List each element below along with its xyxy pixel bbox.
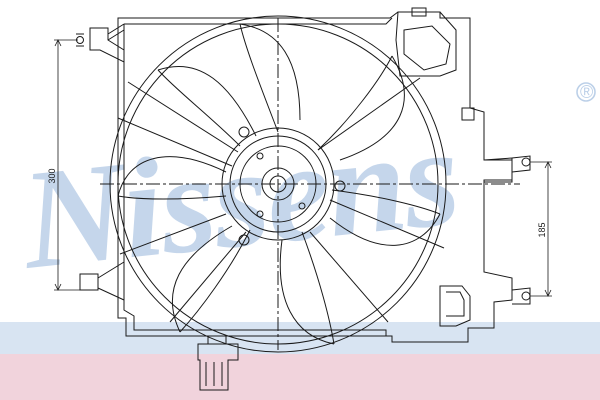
lower-right-latch — [439, 285, 471, 327]
left-upper-bracket — [76, 23, 125, 63]
dimension-annotations — [54, 39, 552, 297]
watermark-bands — [0, 322, 600, 400]
fan-spokes — [117, 77, 445, 323]
connector-block — [395, 7, 457, 77]
shroud-frame — [117, 11, 513, 343]
brand-watermark: Nissens ® — [13, 82, 596, 299]
left-lower-bracket — [79, 261, 125, 301]
watermark-pink-band — [0, 354, 600, 400]
height-dimension-label: 300 — [47, 168, 57, 183]
center-lines — [100, 18, 520, 350]
registered-mark: ® — [580, 82, 593, 102]
watermark-light-band — [0, 322, 600, 354]
fan-blades — [117, 23, 441, 345]
right-upper-mount — [461, 107, 531, 183]
fan-assembly — [76, 7, 531, 391]
bottom-plug — [197, 336, 239, 391]
registered-mark-circle — [576, 82, 596, 102]
brand-watermark-text: Nissens — [13, 96, 465, 299]
right-lower-mount — [511, 287, 531, 305]
mount-dimension-label: 185 — [537, 222, 547, 237]
